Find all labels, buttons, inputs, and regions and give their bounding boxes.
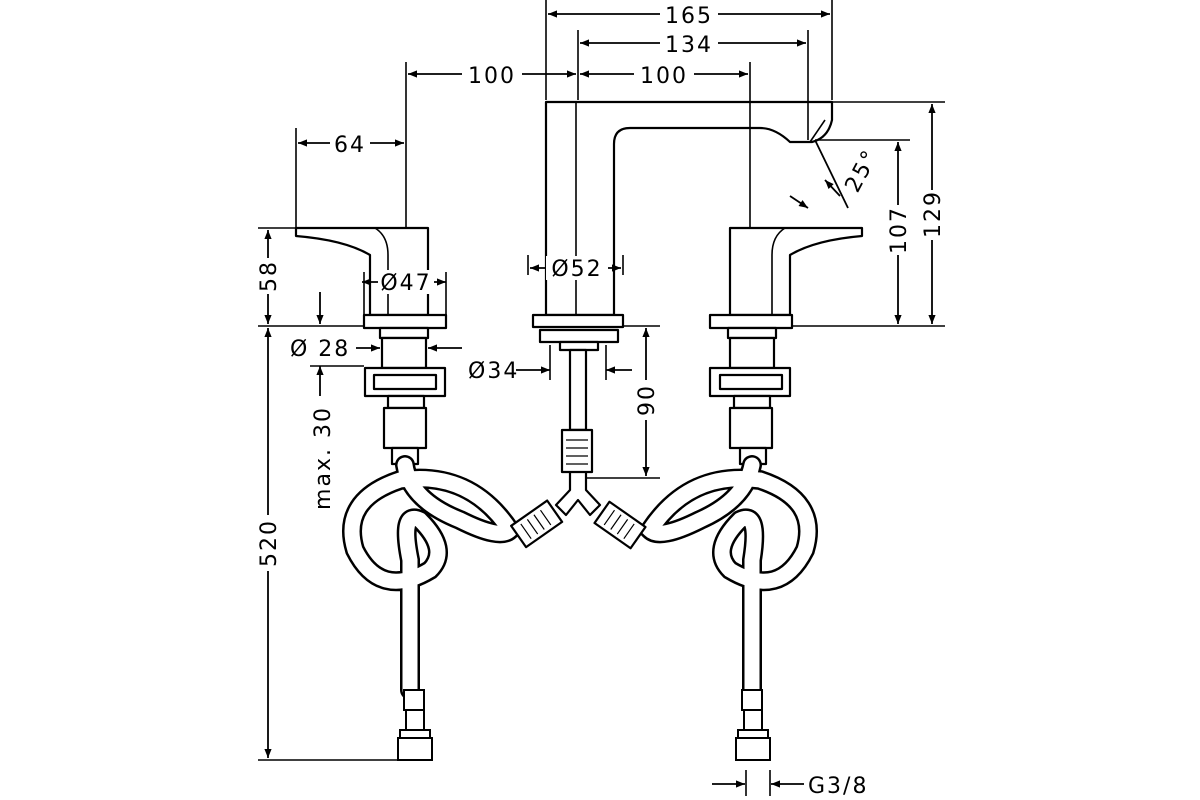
right-handle: [708, 226, 864, 466]
label-total-width: 165: [665, 4, 713, 29]
label-spout-reach: 134: [665, 33, 713, 58]
label-spout-outlet-height: 107: [887, 206, 912, 254]
spout-body: [531, 100, 834, 432]
label-handle-height: 58: [257, 260, 282, 292]
label-spout-total-height: 129: [921, 190, 946, 238]
label-left-spacing: 100: [468, 64, 516, 89]
label-handle-reach: 64: [334, 133, 366, 158]
label-spout-shank-diameter: Ø34: [468, 359, 519, 384]
label-spout-base-diameter: Ø52: [551, 257, 602, 282]
label-right-spacing: 100: [640, 64, 688, 89]
label-hose-length: 520: [257, 519, 282, 567]
supply-hoses: [342, 428, 818, 761]
label-spout-angle: 25°: [841, 145, 884, 196]
extension-lines: [258, 0, 945, 796]
label-connection-thread: G3/8: [808, 774, 868, 799]
label-spout-shank-length: 90: [635, 384, 660, 416]
label-max-counter-thickness: max. 30: [311, 406, 336, 510]
label-handle-shank-diameter: Ø 28: [290, 337, 350, 362]
label-handle-base-diameter: Ø47: [380, 271, 431, 296]
